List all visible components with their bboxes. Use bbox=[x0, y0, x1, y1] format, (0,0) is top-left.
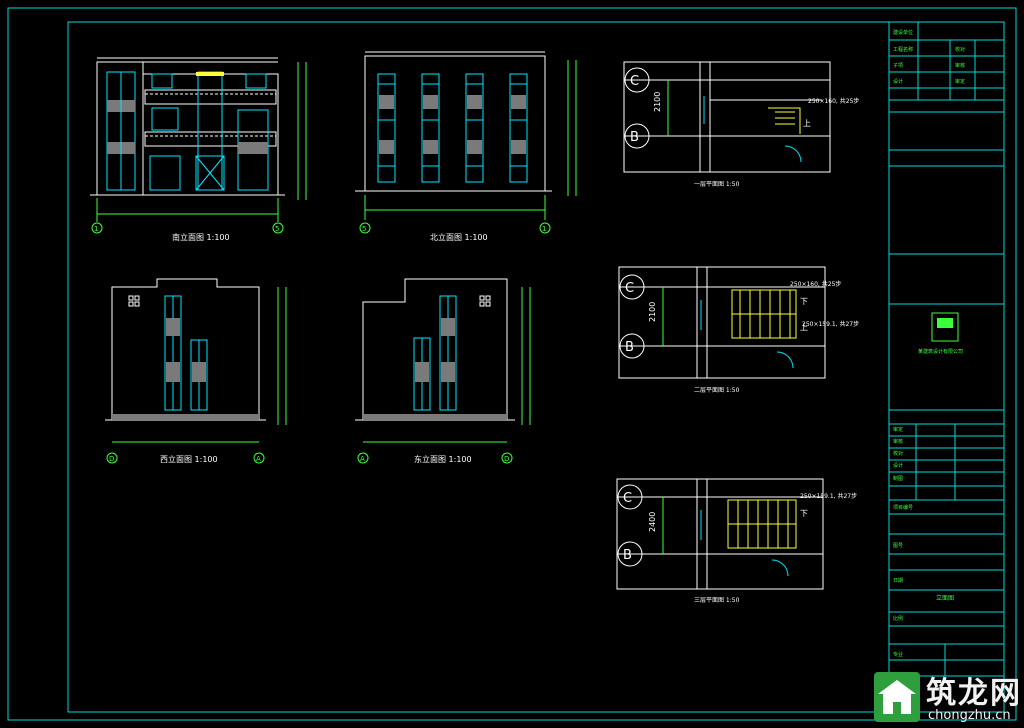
outer-frame bbox=[7, 7, 1017, 721]
stair-note: 250×160, 共25步 bbox=[808, 97, 859, 105]
tb-sheet-title: 立面图 bbox=[936, 594, 954, 602]
axis-c-label: C bbox=[625, 281, 634, 296]
axis-b-label: B bbox=[625, 340, 634, 355]
stair-plan-2 bbox=[618, 266, 826, 379]
front-elevation-title: 南立面图 1:100 bbox=[172, 232, 230, 242]
axis-label: A bbox=[256, 455, 261, 463]
rear-elevation-title: 北立面图 1:100 bbox=[430, 232, 488, 242]
stair-up-label: 上 bbox=[800, 323, 808, 332]
axis-label: 5 bbox=[275, 225, 279, 233]
left-elevation bbox=[105, 278, 287, 464]
inner-frame bbox=[67, 21, 1005, 713]
stair-up-label: 上 bbox=[803, 119, 811, 128]
stair-plan-title: 一层平面图 1:50 bbox=[694, 181, 740, 188]
tb-company: 某建筑设计有限公司 bbox=[918, 348, 963, 355]
watermark: 筑龙网 chongzhu.cn bbox=[868, 666, 1024, 728]
title-block bbox=[888, 21, 1005, 713]
axis-c-label: C bbox=[630, 74, 639, 89]
watermark-cn: 筑龙网 bbox=[926, 676, 1022, 711]
stair-note: 250×160, 共25步 bbox=[790, 280, 841, 288]
tb-row-label: 审定 bbox=[955, 78, 965, 85]
house-logo-icon bbox=[874, 672, 920, 722]
front-elevation bbox=[90, 57, 307, 234]
axis-label: 5 bbox=[362, 225, 366, 233]
stair-plan-title: 三层平面图 1:50 bbox=[694, 597, 740, 604]
stair-plan-1 bbox=[623, 61, 831, 173]
stair-dim: 2100 bbox=[653, 92, 662, 112]
tb-row-label: 子项 bbox=[893, 62, 903, 69]
tb-row-label: 建设单位 bbox=[893, 29, 913, 36]
stair-plan-title: 二层平面图 1:50 bbox=[694, 387, 740, 394]
stair-note: 250×159.1, 共27步 bbox=[800, 492, 857, 500]
axis-c-label: C bbox=[623, 491, 632, 506]
tb-row-label: 审核 bbox=[955, 62, 965, 69]
stair-dim: 2100 bbox=[648, 302, 657, 322]
axis-label: A bbox=[360, 455, 365, 463]
right-elevation-title: 东立面图 1:100 bbox=[414, 454, 472, 464]
axis-label: 1 bbox=[542, 225, 546, 233]
tb-row-label: 校对 bbox=[955, 46, 965, 53]
tb-row-label: 工程名称 bbox=[893, 46, 913, 53]
rear-elevation bbox=[355, 51, 577, 234]
tb-label: 项目编号 bbox=[893, 504, 913, 511]
axis-label: D bbox=[109, 455, 114, 463]
axis-b-label: B bbox=[623, 548, 632, 563]
stair-plan-3 bbox=[616, 478, 824, 590]
tb-label: 图号 bbox=[893, 543, 903, 549]
tb-sign-label: 制图 bbox=[893, 475, 903, 482]
axis-b-label: B bbox=[630, 130, 639, 145]
tb-label: 比例 bbox=[893, 615, 903, 622]
left-elevation-title: 西立面图 1:100 bbox=[160, 454, 218, 464]
watermark-en: chongzhu.cn bbox=[928, 708, 1011, 723]
tb-row-label: 设计 bbox=[893, 78, 903, 85]
tb-sign-label: 审核 bbox=[893, 438, 903, 445]
tb-label: 日期 bbox=[893, 578, 903, 584]
tb-label: 专业 bbox=[893, 651, 903, 658]
tb-sign-label: 校对 bbox=[893, 450, 903, 457]
axis-label: D bbox=[504, 455, 509, 463]
stair-note: 250×159.1, 共27步 bbox=[802, 320, 859, 328]
right-elevation bbox=[355, 278, 531, 464]
tb-sign-label: 设计 bbox=[893, 462, 903, 469]
tb-sign-label: 审定 bbox=[893, 426, 903, 433]
stair-down-label: 下 bbox=[800, 297, 808, 306]
stair-down-label: 下 bbox=[800, 509, 808, 518]
stair-dim: 2400 bbox=[648, 512, 657, 532]
axis-label: 1 bbox=[94, 225, 98, 233]
